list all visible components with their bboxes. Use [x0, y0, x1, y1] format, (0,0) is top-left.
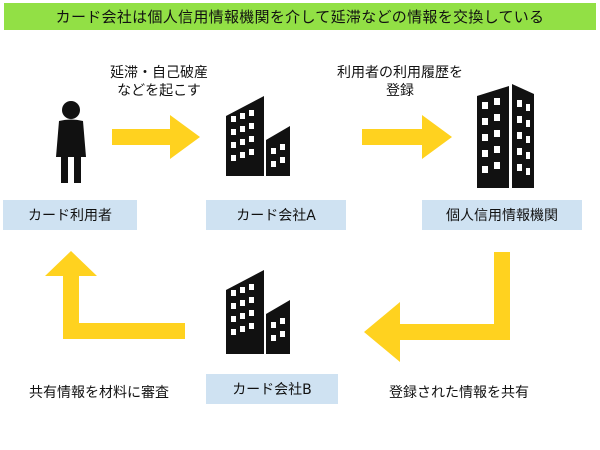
arrow-user-to-company-a — [112, 115, 200, 159]
caption-company-b-to-user: 共有情報を材料に審査 — [29, 385, 169, 401]
caption-user-to-company-a: 延滞・自己破産 などを起こす — [94, 64, 224, 100]
title-banner: カード会社は個人信用情報機関を介して延滞などの情報を交換している — [4, 3, 596, 30]
caption-company-a-to-bureau: 利用者の利用履歴を 登録 — [320, 64, 480, 100]
node-company-a: カード会社A — [206, 200, 346, 230]
person-icon — [56, 101, 86, 183]
building-icon — [226, 96, 290, 176]
caption-line: 登録 — [386, 83, 414, 99]
caption-line: 利用者の利用履歴を — [337, 65, 463, 81]
arrow-company-b-to-user — [45, 251, 185, 339]
arrow-company-a-to-bureau — [362, 115, 452, 159]
caption-line: などを起こす — [117, 83, 201, 99]
node-company-b: カード会社B — [206, 374, 338, 404]
caption-bureau-to-company-b: 登録された情報を共有 — [389, 385, 529, 401]
node-credit-bureau: 個人信用情報機関 — [422, 200, 582, 230]
arrow-bureau-to-company-b — [364, 252, 510, 362]
node-card-user: カード利用者 — [3, 200, 137, 230]
caption-line: 延滞・自己破産 — [110, 65, 208, 81]
office-tower-icon — [477, 84, 534, 188]
building-icon — [226, 270, 290, 354]
